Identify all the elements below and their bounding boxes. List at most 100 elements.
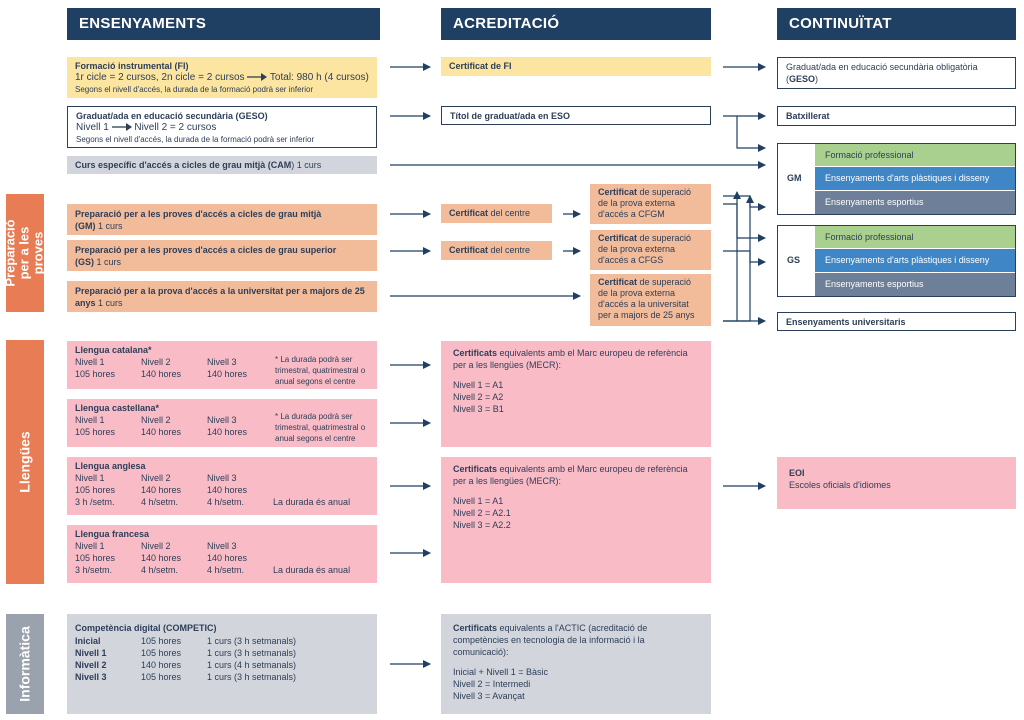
mecr-level: Nivell 3 = B1 [453,404,504,414]
cont-univ-label: Ensenyaments universitaris [786,317,906,327]
cont-eoi-label: EOI [789,468,805,478]
lang-catalan-title: Llengua catalana* [75,345,152,355]
lang-french-note: La durada és anual [273,565,351,575]
lang-catalan-box: Llengua catalana* Nivell 1 Nivell 2 Nivell… [67,341,377,389]
cont-geso-label: Graduat/ada en educació secundària oblig… [786,62,978,84]
geso-box: Graduat/ada en educació secundària (GESO… [67,106,377,148]
prep-gs-box: Preparació per a les proves d'accés a ci… [67,240,377,271]
acr-eso-label: Títol de graduat/ada en [450,111,552,121]
acr-m25-box: Certificat de superació de la prova exte… [590,274,711,326]
level-label: Nivell 2 [141,541,171,551]
acr-mecr1-text: equivalents amb el Marc europeu de refer… [453,348,688,370]
acr-fi-box: Certificat de FI [441,57,711,76]
header-continuitat: CONTINUÏTAT [777,8,1016,40]
acr-cfgm-box: Certificat de superació de la prova exte… [590,184,711,224]
fi-note: Segons el nivell d'accés, la durada de l… [75,85,314,94]
competic-hours: 140 hores [141,660,182,670]
hours-value: 105 hores [75,427,116,437]
level-label: Nivell 3 [207,473,237,483]
acr-m25-label: Certificat [598,277,638,287]
weekly-value: 4 h/setm. [207,565,245,575]
mecr-level: Nivell 2 = A2.1 [453,508,511,518]
geso-title-end: ) [264,111,268,121]
weekly-value: 3 h/setm. [75,565,113,575]
competic-hours: 105 hores [141,648,182,658]
mecr-level: Nivell 2 = A2 [453,392,504,402]
gm-arts-item: Ensenyaments d'arts plàstiques i disseny [815,167,1015,190]
acr-mecr2-label: Certificats [453,464,498,474]
competic-title-end: ) [213,623,217,633]
gs-esport-item: Ensenyaments esportius [815,273,1015,296]
header-acreditacio: ACREDITACIÓ [441,8,711,40]
hours-value: 140 hores [207,485,248,495]
gm-esport-item: Ensenyaments esportius [815,191,1015,214]
lang-french-title: Llengua francesa [75,529,150,539]
level-label: Nivell 3 [207,357,237,367]
cont-geso-end: ) [815,74,819,84]
hours-value: 140 hores [207,553,248,563]
mecr-level: Nivell 3 = A2.2 [453,520,511,530]
lang-catalan-note: * La durada podrà ser trimestral, quatri… [275,355,366,386]
prep-gm-abbr: (GM) [75,221,96,231]
hours-value: 140 hores [141,427,182,437]
acr-eso-abbr: ESO [551,111,571,121]
gm-fp-item: Formació professional [815,144,1015,166]
fi-box: Formació instrumental (FI) 1r cicle = 2 … [67,57,377,98]
acr-centre-text: del centre [488,208,531,218]
acr-actic-text: equivalents a l'ACTIC (acreditació de co… [453,623,648,657]
acr-m25-text: de superació de la prova externa d'accés… [598,277,695,320]
level-label: Nivell 1 [75,415,105,425]
prep-gm-title: Preparació per a les proves d'accés a ci… [75,209,322,219]
prep-gm-duration: 1 curs [95,221,123,231]
level-label: Nivell 1 [75,473,105,483]
hours-value: 140 hores [141,369,182,379]
level-label: Nivell 2 [141,357,171,367]
cont-eoi-sub: Escoles oficials d'idiomes [789,480,891,490]
level-label: Nivell 1 [75,357,105,367]
acr-mecr1-box: Certificats equivalents amb el Marc euro… [441,341,711,447]
prep-gs-title: Preparació per a les proves d'accés a ci… [75,245,337,255]
prep-25-box: Preparació per a la prova d'accés a la u… [67,281,377,312]
lang-english-note: La durada és anual [273,497,351,507]
competic-title: Competència digital ( [75,623,167,633]
cont-batx-label: Batxillerat [786,111,830,121]
hours-value: 140 hores [207,427,248,437]
competic-hours: 105 hores [141,636,182,646]
hours-value: 105 hores [75,553,116,563]
acr-centre-label: Certificat [449,245,489,255]
lang-english-title: Llengua anglesa [75,461,146,471]
cont-univ-box: Ensenyaments universitaris [777,312,1016,331]
level-label: Nivell 1 [75,541,105,551]
acr-cfgm-label: Certificat [598,187,638,197]
cont-geso-box: Graduat/ada en educació secundària oblig… [777,57,1016,89]
cont-batx-box: Batxillerat [777,106,1016,126]
acr-centre-gs-box: Certificat del centre [441,241,552,260]
level-label: Nivell 3 [207,415,237,425]
weekly-value: 3 h /setm. [75,497,115,507]
acr-eso-box: Títol de graduat/ada en ESO [441,106,711,125]
geso-level2: Nivell 2 = 2 cursos [134,122,217,133]
sidebar-informatica: Informàtica [6,614,44,714]
prep-25-title: Preparació per a la prova d'accés a la u… [75,286,365,308]
hours-value: 105 hores [75,369,116,379]
arrow-icon [247,73,268,82]
mecr-level: Nivell 1 = A1 [453,496,504,506]
geso-title: Graduat/ada en educació secundària ( [76,111,239,121]
prep-gm-box: Preparació per a les proves d'accés a ci… [67,204,377,235]
geso-abbr: GESO [238,111,265,121]
cam-duration: ) 1 curs [291,160,322,170]
fi-abbr: FI [177,61,186,71]
prep-25-duration: 1 curs [95,298,123,308]
cont-geso-abbr: GESO [789,74,816,84]
competic-courses: 1 curs (4 h setmanals) [207,660,297,670]
geso-note: Segons el nivell d'accés, la durada de l… [76,135,315,144]
cam-title: Curs específic d'accés a cicles de grau … [75,160,271,170]
